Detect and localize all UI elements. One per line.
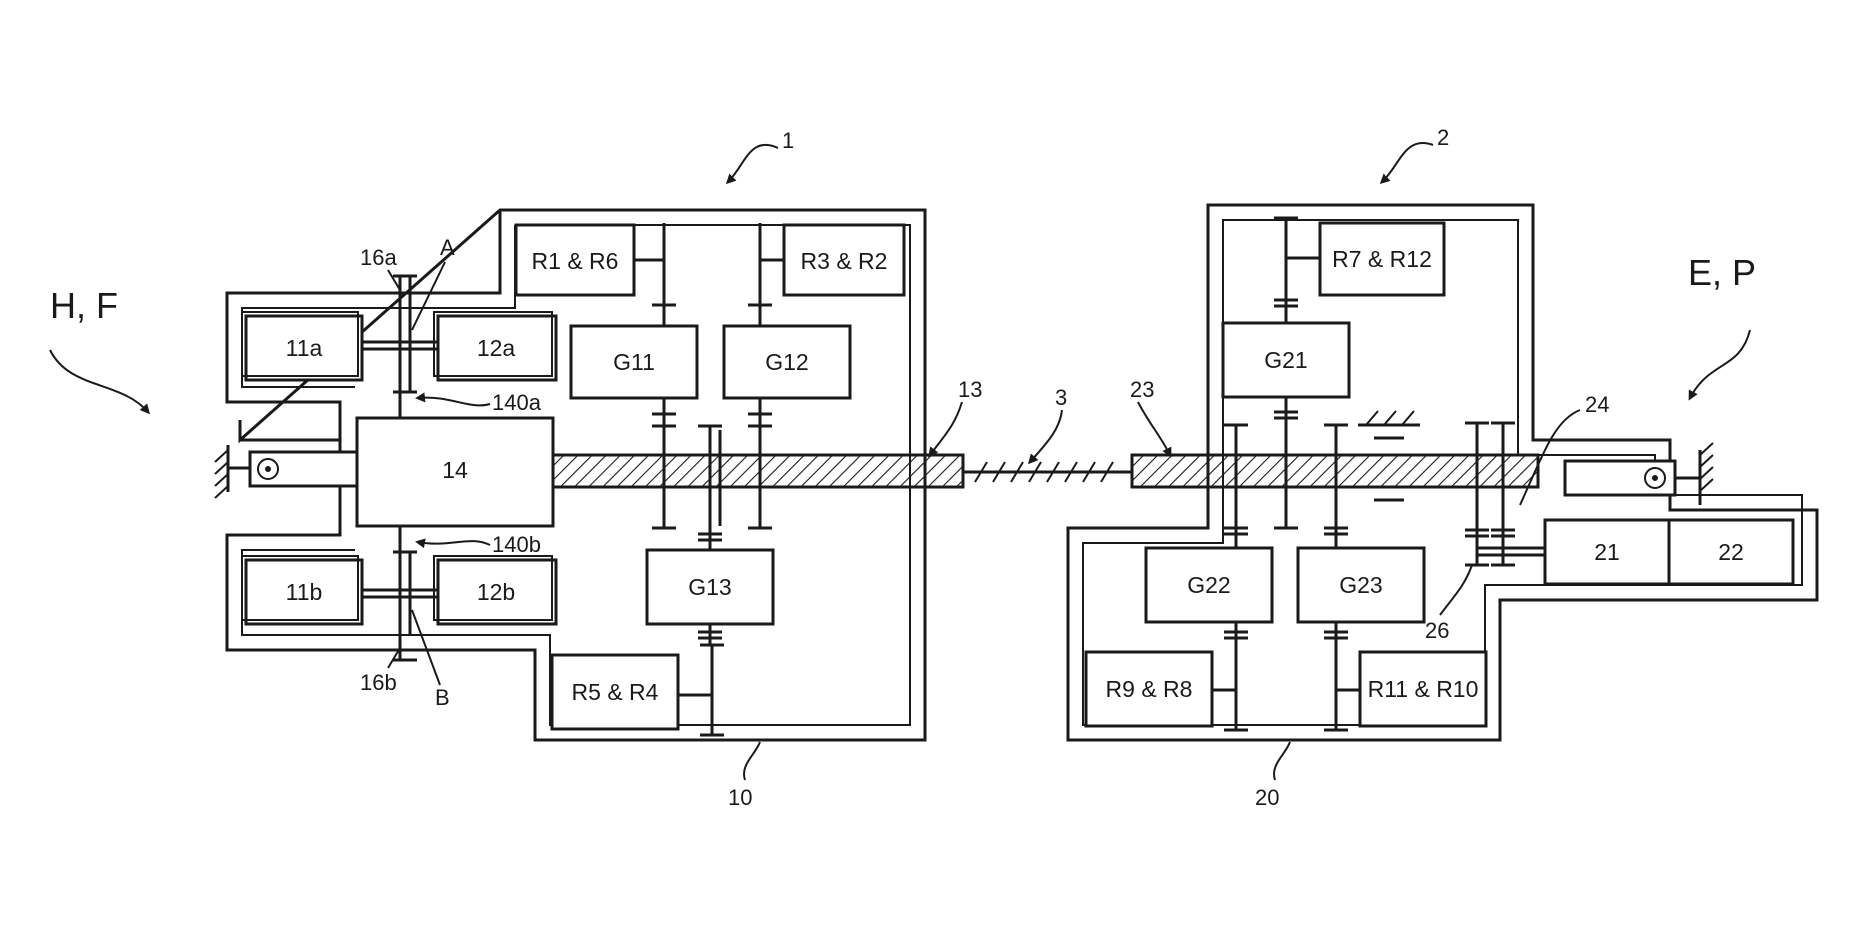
- svg-text:12b: 12b: [477, 579, 515, 605]
- ref-10: 10: [728, 785, 752, 810]
- box-r9-r8: R9 & R8: [1086, 652, 1212, 726]
- box-21: 21: [1545, 520, 1669, 584]
- box-14: 14: [357, 418, 553, 548]
- left-ground-symbol: [215, 445, 360, 498]
- box-g11: G11: [571, 326, 697, 398]
- box-22: 22: [1669, 520, 1793, 584]
- label-h-f: H, F: [50, 285, 118, 326]
- svg-text:11a: 11a: [286, 335, 323, 361]
- leader-ref-10: [744, 742, 760, 780]
- ref-3: 3: [1055, 385, 1067, 410]
- connecting-shaft-3: [963, 462, 1132, 482]
- leader-ref-23: [1138, 402, 1170, 455]
- ref-16a: 16a: [360, 245, 397, 270]
- svg-text:R5 & R4: R5 & R4: [572, 679, 659, 705]
- leader-ref-26: [1440, 565, 1472, 615]
- box-12a: 12a: [434, 312, 556, 380]
- svg-text:11b: 11b: [286, 579, 323, 605]
- ref-23: 23: [1130, 377, 1154, 402]
- leader-ref-2: [1382, 143, 1433, 182]
- leader-ref-20: [1274, 742, 1290, 780]
- svg-text:G21: G21: [1264, 347, 1307, 373]
- box-g22: G22: [1146, 548, 1272, 622]
- ref-140a: 140a: [492, 390, 542, 415]
- box-g21: G21: [1223, 323, 1349, 397]
- ref-a: A: [440, 235, 455, 260]
- svg-text:G13: G13: [688, 574, 731, 600]
- arrow-e-p: [1690, 330, 1750, 398]
- svg-text:R9 & R8: R9 & R8: [1106, 676, 1193, 702]
- svg-text:G12: G12: [765, 349, 808, 375]
- leader-ref-140b: [418, 541, 490, 545]
- svg-text:R7 & R12: R7 & R12: [1332, 246, 1432, 272]
- svg-text:R1 & R6: R1 & R6: [532, 248, 619, 274]
- box-11a: 11a: [242, 312, 362, 380]
- ref-140b: 140b: [492, 532, 541, 557]
- ref-26: 26: [1425, 618, 1449, 643]
- box-12b: 12b: [434, 556, 556, 624]
- ref-1: 1: [782, 128, 794, 153]
- ref-16b: 16b: [360, 670, 397, 695]
- ref-b: B: [435, 685, 450, 710]
- svg-text:14: 14: [442, 457, 468, 483]
- box-r3-r2: R3 & R2: [784, 225, 904, 295]
- leader-ref-13: [930, 402, 962, 455]
- box-g13: G13: [647, 550, 773, 624]
- leader-ref-3: [1030, 410, 1062, 462]
- ref-24: 24: [1585, 392, 1609, 417]
- box-r7-r12: R7 & R12: [1320, 223, 1444, 295]
- label-e-p: E, P: [1688, 252, 1756, 293]
- svg-text:12a: 12a: [477, 335, 516, 361]
- shaft-13: [553, 455, 963, 487]
- ref-2: 2: [1437, 125, 1449, 150]
- svg-text:G23: G23: [1339, 572, 1382, 598]
- svg-text:R3 & R2: R3 & R2: [801, 248, 888, 274]
- box-g12: G12: [724, 326, 850, 398]
- svg-text:G22: G22: [1187, 572, 1230, 598]
- box-g23: G23: [1298, 548, 1424, 622]
- box-r11-r10: R11 & R10: [1360, 652, 1486, 726]
- arrow-h-f: [50, 350, 148, 412]
- box-r5-r4: R5 & R4: [552, 655, 678, 729]
- leader-ref-b: [412, 610, 440, 685]
- ref-13: 13: [958, 377, 982, 402]
- svg-text:21: 21: [1594, 539, 1620, 565]
- box-r1-r6: R1 & R6: [516, 225, 634, 295]
- svg-text:R11 & R10: R11 & R10: [1368, 676, 1479, 702]
- leader-ref-16a: [388, 270, 400, 290]
- svg-text:G11: G11: [613, 349, 655, 375]
- leader-ref-140a: [418, 398, 490, 406]
- leader-ref-1: [728, 145, 778, 182]
- box-11b: 11b: [242, 556, 362, 624]
- ref-20: 20: [1255, 785, 1279, 810]
- svg-text:22: 22: [1718, 539, 1744, 565]
